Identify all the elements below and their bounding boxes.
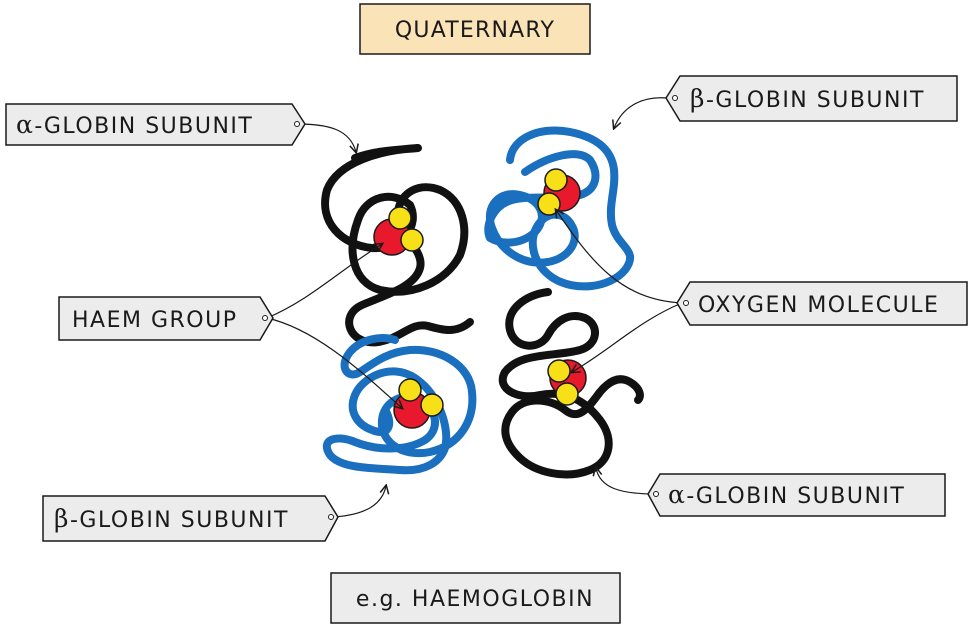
leader-haem-2 [266, 317, 402, 408]
title: QUATERNARY [395, 18, 555, 43]
label-alpha-globin-bottom: α-GLOBIN SUBUNIT [647, 473, 946, 517]
example-box: e.g. HAEMOGLOBIN [330, 572, 621, 624]
leader-alpha-bottom [596, 468, 657, 495]
leader-oxygen-1 [556, 210, 683, 304]
haem-group-top-left [373, 206, 424, 256]
haem-group-top-right [537, 168, 581, 216]
svg-text:α-GLOBIN SUBUNIT: α-GLOBIN SUBUNIT [16, 110, 253, 139]
svg-text:β-GLOBIN SUBUNIT: β-GLOBIN SUBUNIT [690, 84, 925, 113]
leader-alpha-top [296, 123, 356, 152]
alpha-globin-chain-bottom [498, 288, 644, 479]
beta-globin-chain-top [484, 126, 635, 291]
beta-globin-chain-bottom [322, 334, 477, 475]
leader-beta-bottom [332, 486, 386, 518]
label-oxygen-molecule: OXYGEN MOLECULE [676, 281, 968, 326]
oxygen-atom [400, 228, 424, 252]
oxygen-atom [544, 168, 568, 192]
leader-beta-top [614, 97, 668, 128]
beta-symbol: β [54, 504, 70, 533]
leader-haem-1 [266, 244, 382, 319]
haem-group-text: HAEM GROUP [72, 308, 238, 333]
beta-symbol: β [690, 84, 706, 113]
alpha-symbol: α [16, 110, 34, 139]
leader-oxygen-2 [572, 302, 683, 372]
example-text: e.g. HAEMOGLOBIN [356, 587, 594, 612]
oxygen-atom [398, 378, 422, 402]
oxygen-atom [388, 206, 412, 230]
label-haem-group: HAEM GROUP [58, 296, 274, 341]
label-text: -GLOBIN SUBUNIT [686, 484, 905, 509]
svg-text:α-GLOBIN SUBUNIT: α-GLOBIN SUBUNIT [668, 480, 905, 509]
label-text: -GLOBIN SUBUNIT [34, 114, 253, 139]
oxygen-atom [420, 393, 444, 417]
label-beta-globin-top: β-GLOBIN SUBUNIT [665, 75, 958, 122]
label-text: -GLOBIN SUBUNIT [706, 88, 925, 113]
svg-text:β-GLOBIN SUBUNIT: β-GLOBIN SUBUNIT [54, 504, 289, 533]
alpha-globin-chain-top [321, 144, 474, 347]
oxygen-atom [555, 382, 579, 406]
label-beta-globin-bottom: β-GLOBIN SUBUNIT [42, 495, 339, 542]
alpha-symbol: α [668, 480, 686, 509]
label-alpha-globin-top: α-GLOBIN SUBUNIT [5, 103, 306, 146]
title-box: QUATERNARY [359, 3, 591, 55]
haem-group-bottom-left [393, 378, 444, 429]
label-text: -GLOBIN SUBUNIT [70, 508, 289, 533]
oxygen-atom [547, 359, 571, 383]
oxygen-molecule-text: OXYGEN MOLECULE [698, 293, 939, 318]
